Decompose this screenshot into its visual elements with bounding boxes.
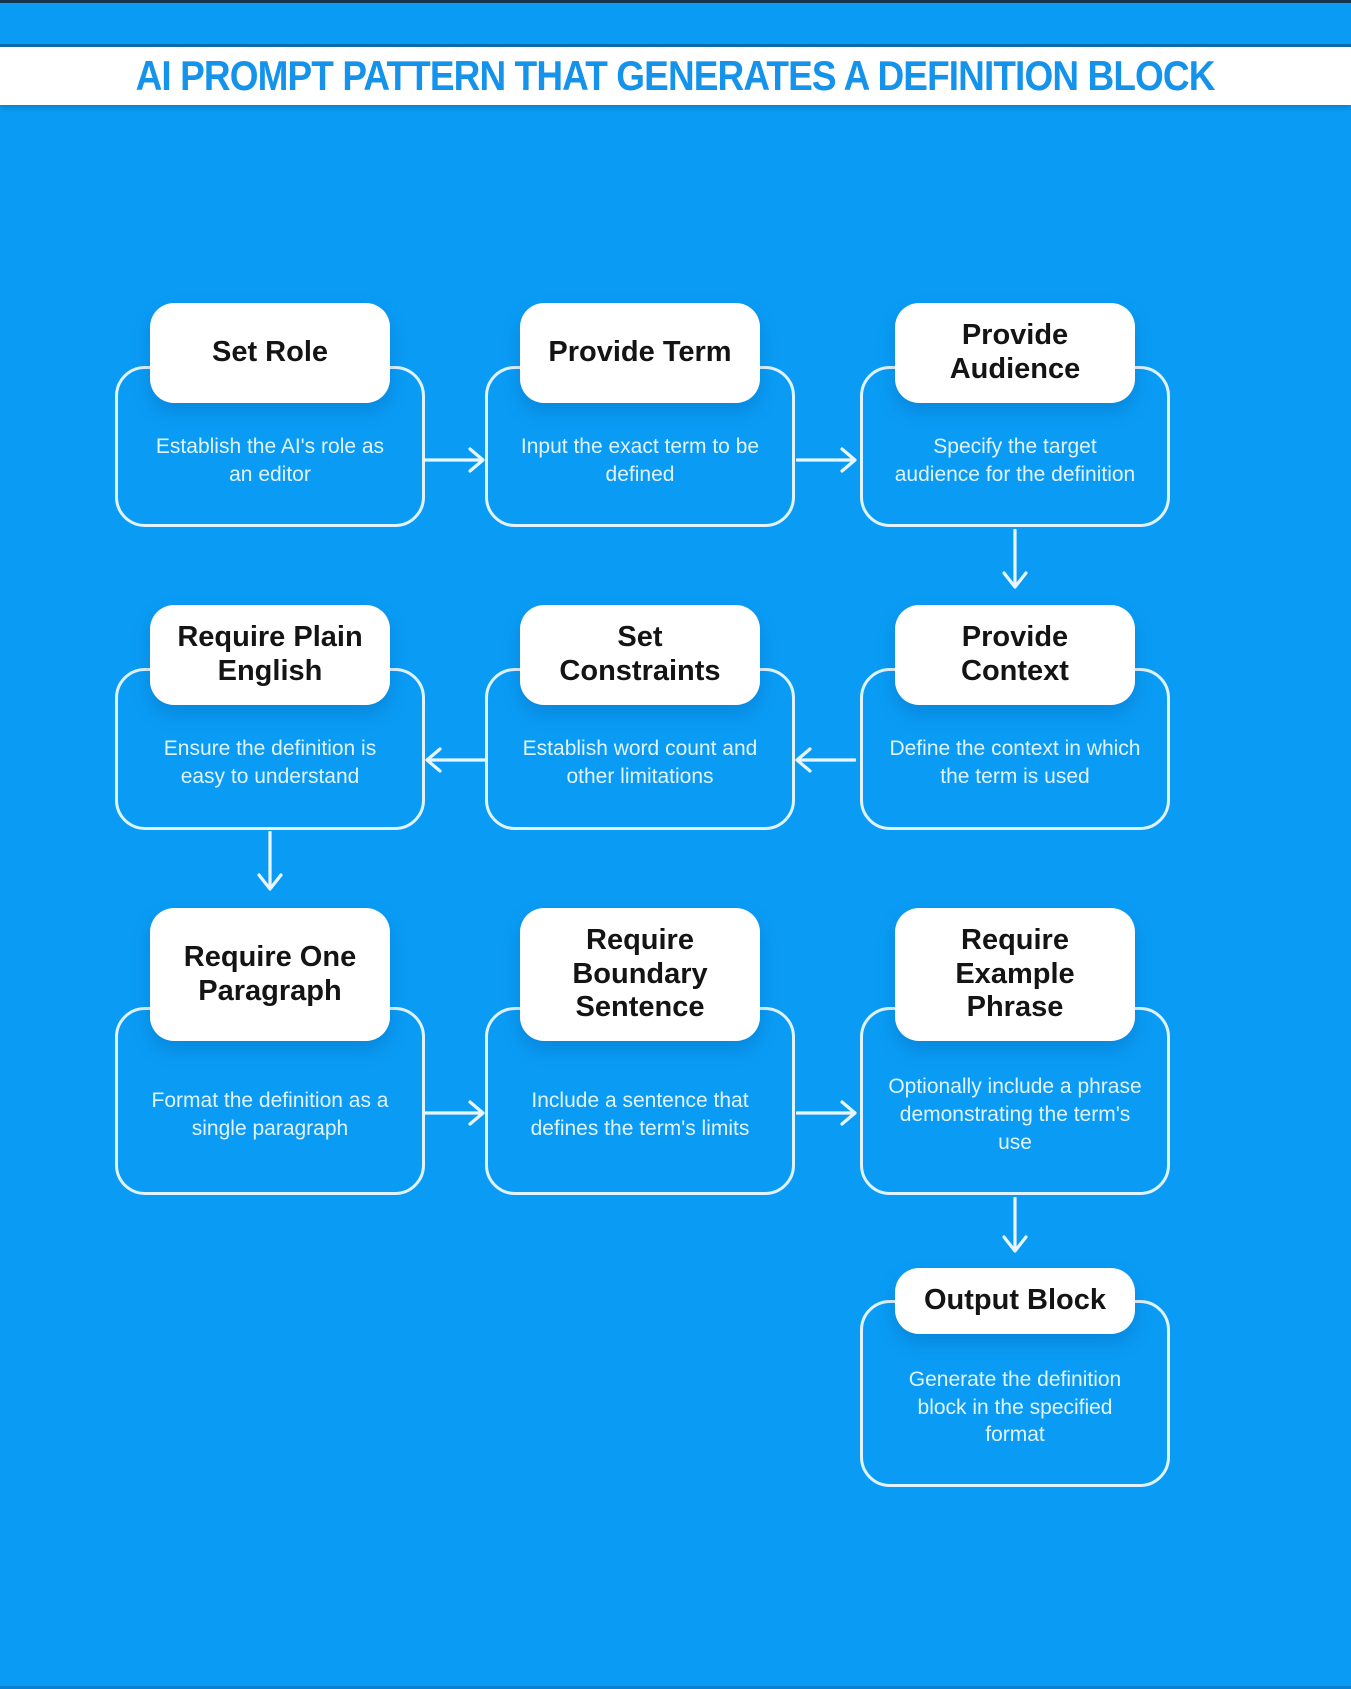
node-set-constraints: Set Constraints Establish word count and… (485, 605, 795, 830)
node-description: Specify the target audience for the defi… (894, 434, 1136, 486)
bottom-edge-line (0, 1686, 1351, 1689)
node-label: Provide Context (895, 605, 1135, 705)
arrow-set-role-to-provide-term-icon (424, 447, 485, 473)
node-label: Require Example Phrase (895, 908, 1135, 1041)
node-label: Set Role (150, 303, 390, 403)
node-require-plain-english: Require Plain English Ensure the definit… (115, 605, 425, 830)
node-provide-term: Provide Term Input the exact term to be … (485, 303, 795, 527)
node-description: Input the exact term to be defined (520, 434, 760, 486)
arrow-set-constraints-to-require-plain-english-icon (425, 747, 486, 773)
node-label: Require Plain English (150, 605, 390, 705)
node-description: Generate the definition block in the spe… (908, 1367, 1122, 1447)
node-require-boundary-sentence: Require Boundary Sentence Include a sent… (485, 908, 795, 1195)
node-provide-context: Provide Context Define the context in wh… (860, 605, 1170, 830)
node-label: Output Block (895, 1268, 1135, 1334)
node-label: Set Constraints (520, 605, 760, 705)
node-label: Provide Term (520, 303, 760, 403)
node-label: Require One Paragraph (150, 908, 390, 1041)
node-label: Provide Audience (895, 303, 1135, 403)
node-set-role: Set Role Establish the AI's role as an e… (115, 303, 425, 527)
node-provide-audience: Provide Audience Specify the target audi… (860, 303, 1170, 527)
node-output-block: Output Block Generate the definition blo… (860, 1268, 1170, 1487)
arrow-provide-context-to-set-constraints-icon (795, 747, 856, 773)
arrow-provide-term-to-provide-audience-icon (796, 447, 857, 473)
arrow-require-one-paragraph-to-require-boundary-sentence-icon (424, 1100, 485, 1126)
arrow-require-example-phrase-to-output-block-icon (1002, 1197, 1028, 1253)
node-require-one-paragraph: Require One Paragraph Format the definit… (115, 908, 425, 1195)
node-description: Include a sentence that defines the term… (530, 1089, 750, 1140)
node-description: Define the context in which the term is … (889, 737, 1141, 788)
page-title: AI PROMPT PATTERN THAT GENERATES A DEFIN… (136, 52, 1216, 99)
node-description: Establish the AI's role as an editor (155, 434, 385, 486)
node-description: Establish word count and other limitatio… (522, 737, 758, 788)
node-label: Require Boundary Sentence (520, 908, 760, 1041)
arrow-require-boundary-sentence-to-require-example-phrase-icon (796, 1100, 857, 1126)
node-require-example-phrase: Require Example Phrase Optionally includ… (860, 908, 1170, 1195)
arrow-provide-audience-to-provide-context-icon (1002, 529, 1028, 589)
title-band: AI PROMPT PATTERN THAT GENERATES A DEFIN… (0, 47, 1351, 105)
node-description: Optionally include a phrase demonstratin… (888, 1075, 1142, 1154)
arrow-require-plain-english-to-require-one-paragraph-icon (257, 831, 283, 891)
node-description: Ensure the definition is easy to underst… (163, 737, 377, 788)
top-edge-line (0, 0, 1351, 3)
node-description: Format the definition as a single paragr… (151, 1089, 389, 1140)
